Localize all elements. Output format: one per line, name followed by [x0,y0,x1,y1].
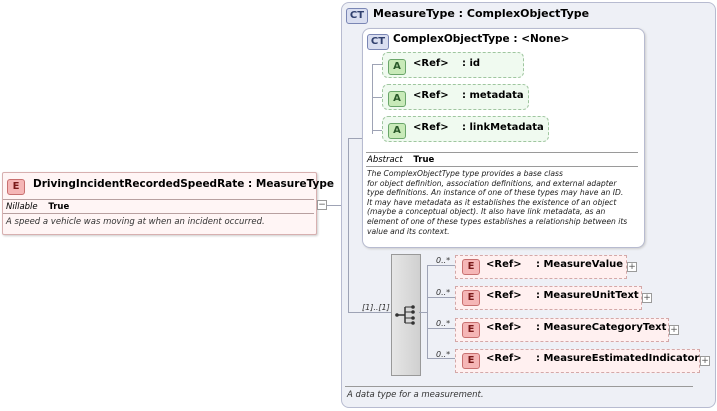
complex-type-badge: CT [346,8,368,24]
base-type-base: <None> [521,33,570,45]
divider [3,199,314,200]
expand-toggle[interactable]: + [669,325,679,335]
base-type-title: ComplexObjectType : <None> [393,33,570,45]
attribute-badge: A [388,91,406,107]
element-occurrence: 0..* [436,256,451,265]
element-description: A speed a vehicle was moving at when an … [6,217,265,227]
attribute-metadata[interactable] [382,84,529,110]
attribute-ref: <Ref> [413,90,449,101]
element-name: : MeasureEstimatedIndicator [536,353,700,364]
element-ref: <Ref> [486,322,522,333]
sequence-compositor[interactable] [391,254,421,376]
element-badge: E [462,353,480,369]
element-badge: E [462,259,480,275]
driving-incident-element[interactable] [2,172,317,235]
complex-type-description: A data type for a measurement. [347,390,484,400]
element-type: MeasureType [255,178,334,190]
divider [366,152,638,153]
collapse-toggle[interactable]: − [317,200,327,210]
abstract-label: Abstract [367,155,403,165]
element-name: DrivingIncidentRecordedSpeedRate [33,178,245,190]
element-name: : MeasureValue [536,259,624,270]
expand-toggle[interactable]: + [700,356,710,366]
element-title: DrivingIncidentRecordedSpeedRate : Measu… [33,178,334,190]
element-name: : MeasureCategoryText [536,322,667,333]
nillable-label: Nillable [6,202,38,212]
complex-type-base: ComplexObjectType [466,7,590,20]
divider [366,166,638,167]
element-measure-value[interactable] [455,255,627,279]
element-measure-unit-text[interactable] [455,286,642,310]
element-badge: E [462,290,480,306]
element-ref: <Ref> [486,259,522,270]
nillable-value: True [48,202,70,212]
nillable-row: Nillable True [6,202,69,212]
element-measure-category-text[interactable] [455,318,669,342]
sequence-icon [395,305,415,325]
element-badge: E [462,322,480,338]
divider [3,213,314,214]
complex-type-name: MeasureType [373,7,455,20]
attribute-name: : id [462,58,481,69]
base-type-description: The ComplexObjectType type provides a ba… [367,169,628,236]
expand-toggle[interactable]: + [642,293,652,303]
element-ref: <Ref> [486,353,522,364]
complex-type-title: MeasureType : ComplexObjectType [373,7,590,20]
abstract-row: Abstract True [367,155,434,165]
sequence-occurrence: [1]..[1] [362,303,390,312]
attribute-ref: <Ref> [413,58,449,69]
attribute-ref: <Ref> [413,122,449,133]
element-occurrence: 0..* [436,319,451,328]
element-occurrence: 0..* [436,350,451,359]
element-occurrence: 0..* [436,288,451,297]
base-type-badge: CT [367,34,389,50]
element-badge: E [7,179,25,195]
abstract-value: True [413,155,435,165]
attribute-badge: A [388,123,406,139]
attribute-link-metadata[interactable] [382,116,549,142]
expand-toggle[interactable]: + [627,262,637,272]
attribute-name: : metadata [462,90,524,101]
attribute-name: : linkMetadata [462,122,544,133]
base-type-name: ComplexObjectType [393,33,510,45]
element-name: : MeasureUnitText [536,290,639,301]
element-ref: <Ref> [486,290,522,301]
divider [345,386,693,387]
element-measure-estimated-indicator[interactable] [455,349,700,373]
attribute-badge: A [388,59,406,75]
